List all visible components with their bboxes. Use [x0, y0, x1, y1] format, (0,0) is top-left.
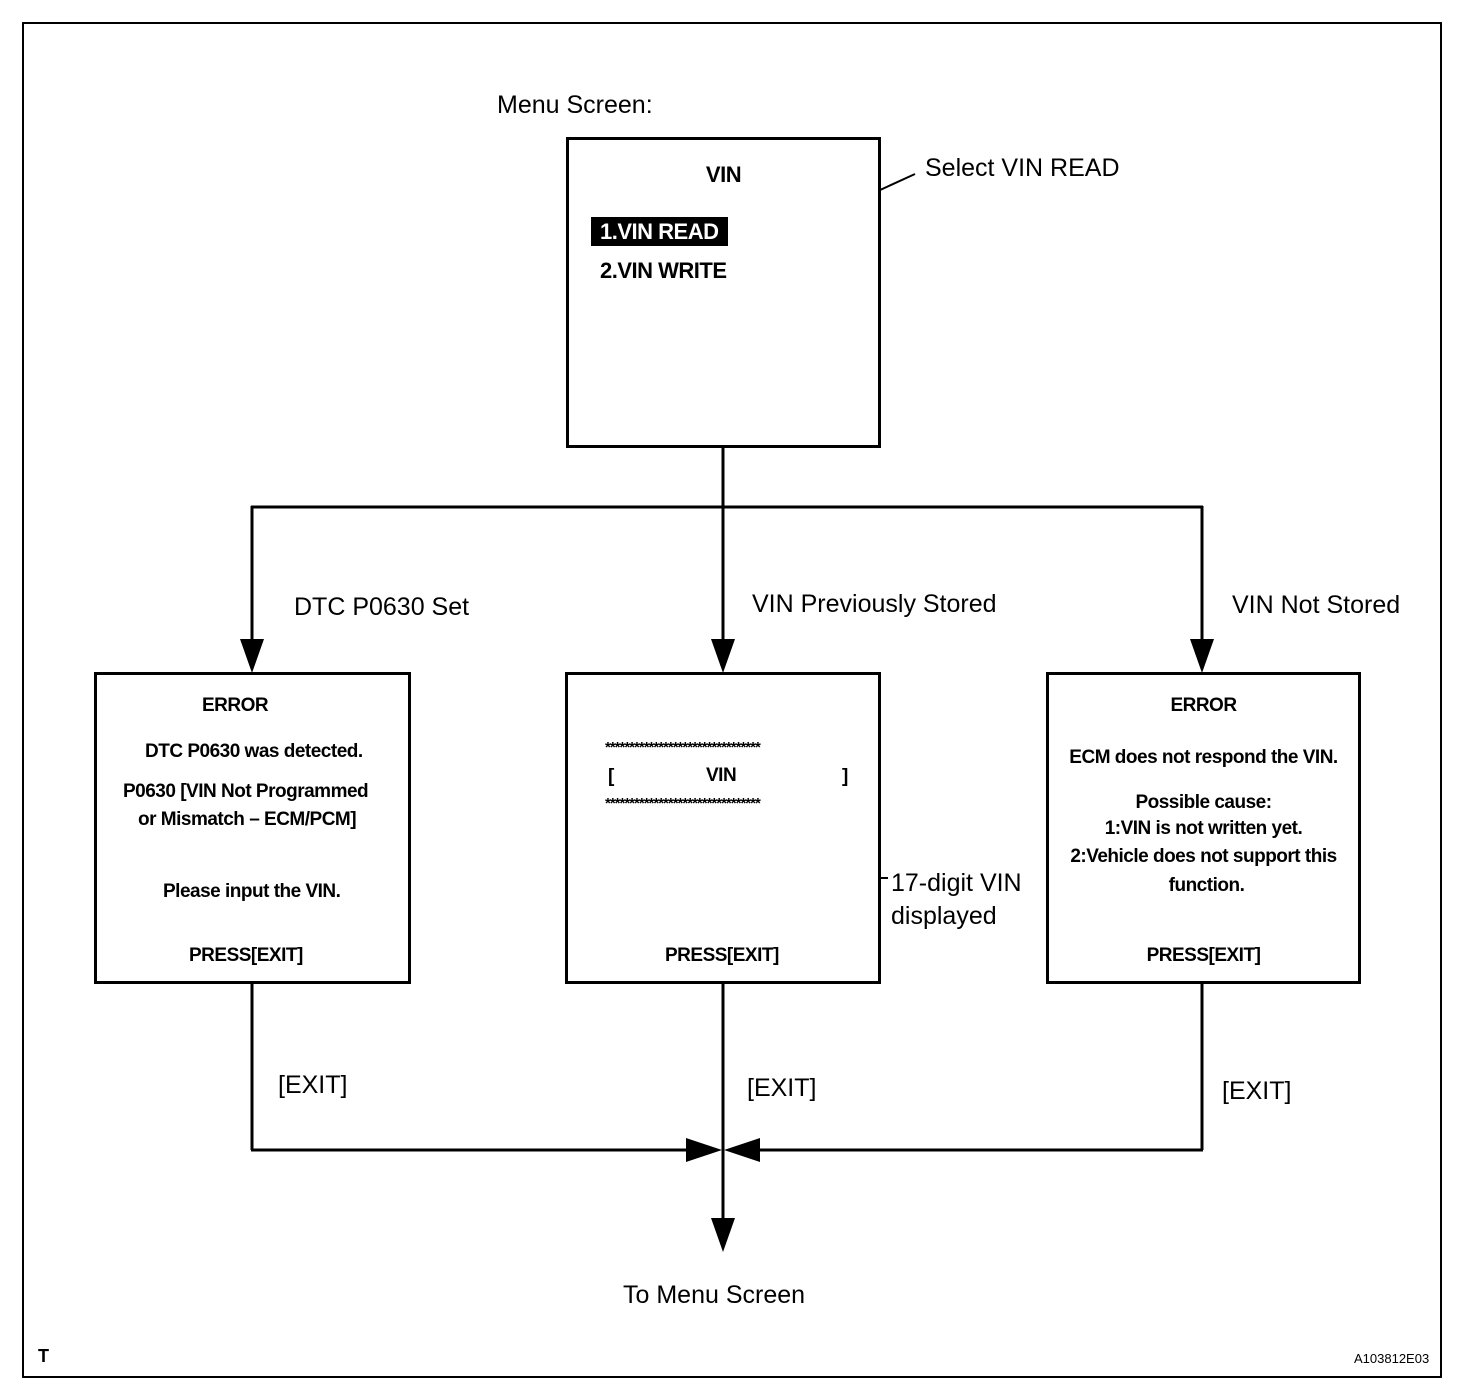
menu-screen-caption: Menu Screen: — [497, 91, 653, 119]
vin-value-placeholder: VIN — [706, 765, 737, 786]
menu-item-vin-write[interactable]: 2.VIN WRITE — [600, 258, 727, 283]
vin-bracket-close: ] — [842, 766, 848, 787]
figure-code: A103812E03 — [1354, 1351, 1430, 1366]
dtc-mismatch-text: or Mismatch – ECM/PCM] — [138, 809, 357, 830]
input-vin-text: Please input the VIN. — [163, 881, 341, 902]
left-exit-label: [EXIT] — [278, 1071, 348, 1099]
cause-two-cont-text: function. — [1168, 875, 1245, 896]
not-stored-error-title: ERROR — [1170, 695, 1237, 716]
cause-one-text: 1:VIN is not written yet. — [1104, 818, 1303, 839]
to-menu-screen-label: To Menu Screen — [623, 1281, 806, 1309]
branch-label-not-stored: VIN Not Stored — [1232, 591, 1401, 619]
menu-item-vin-read-label: 1.VIN READ — [591, 217, 729, 246]
select-vin-read-callout: Select VIN READ — [925, 154, 1120, 182]
dtc-error-screen: ERROR DTC P0630 was detected. P0630 [VIN… — [94, 672, 411, 984]
vin-bracket-open: [ — [608, 766, 614, 787]
vin-stars-top: ******************************** — [605, 739, 761, 756]
figure-frame — [22, 22, 1442, 1378]
branch-label-dtc: DTC P0630 Set — [294, 593, 470, 621]
dtc-error-title: ERROR — [202, 695, 269, 716]
menu-item-vin-read[interactable]: 1.VIN READ — [591, 217, 729, 246]
menu-screen-title: VIN — [705, 162, 742, 187]
not-stored-press-exit: PRESS[EXIT] — [1146, 945, 1261, 966]
left-arrowhead — [240, 639, 264, 673]
vin-display-screen: ******************************** [ VIN ]… — [565, 672, 881, 984]
center-arrowhead — [711, 639, 735, 673]
possible-cause-text: Possible cause: — [1135, 792, 1272, 813]
branch-label-stored: VIN Previously Stored — [752, 590, 997, 618]
not-stored-error-screen: ERROR ECM does not respond the VIN. Poss… — [1046, 672, 1361, 984]
ecm-no-response-text: ECM does not respond the VIN. — [1069, 747, 1338, 768]
right-exit-label: [EXIT] — [1222, 1077, 1292, 1105]
dtc-code-text: P0630 [VIN Not Programmed — [123, 781, 369, 802]
menu-screen-box: VIN 1.VIN READ 2.VIN WRITE — [566, 137, 881, 448]
dtc-detected-text: DTC P0630 was detected. — [145, 741, 363, 762]
right-arrowhead — [1190, 639, 1214, 673]
vin-callout-line2: displayed — [891, 902, 997, 930]
corner-mark: T — [38, 1346, 49, 1366]
vin-press-exit: PRESS[EXIT] — [665, 945, 779, 966]
right-return-arrowhead — [724, 1138, 760, 1162]
cause-two-text: 2:Vehicle does not support this — [1070, 846, 1337, 867]
dtc-press-exit: PRESS[EXIT] — [189, 945, 303, 966]
vin-callout-line1: 17-digit VIN — [891, 869, 1022, 897]
center-exit-label: [EXIT] — [747, 1074, 817, 1102]
left-return-arrowhead — [686, 1138, 722, 1162]
bottom-arrowhead — [711, 1218, 735, 1252]
vin-stars-bottom: ******************************** — [605, 795, 761, 812]
